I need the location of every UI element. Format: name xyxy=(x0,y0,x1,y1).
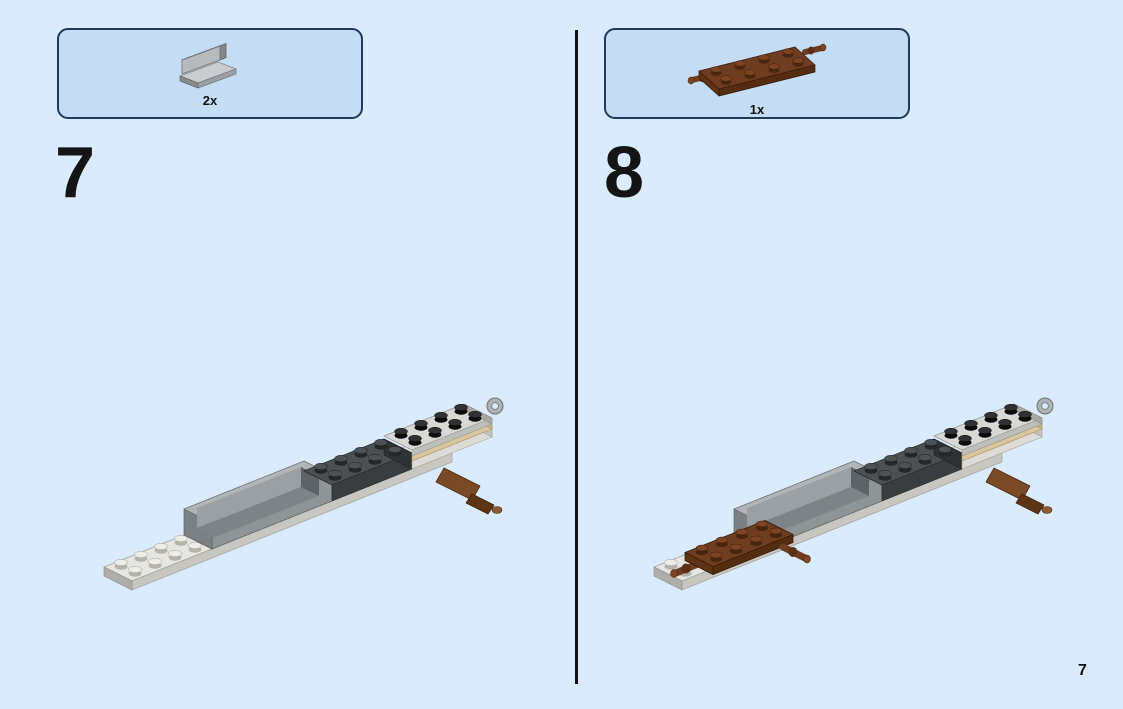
step-number-8: 8 xyxy=(604,133,644,213)
assembly-illustration-step-8 xyxy=(653,397,1054,591)
gray-panel-1x2-icon xyxy=(179,42,237,88)
part-quantity-label: 2x xyxy=(202,92,218,108)
step-divider-line xyxy=(575,30,578,684)
assembly-illustration-step-7 xyxy=(103,397,504,591)
step-number-7: 7 xyxy=(55,133,95,213)
page-number: 7 xyxy=(1078,662,1087,679)
part-quantity-label: 1x xyxy=(749,101,765,117)
parts-callout-step-8: 1x xyxy=(604,28,910,119)
reddish-brown-plate-with-pins-icon xyxy=(687,43,827,96)
parts-callout-step-7: 2x xyxy=(57,28,363,119)
